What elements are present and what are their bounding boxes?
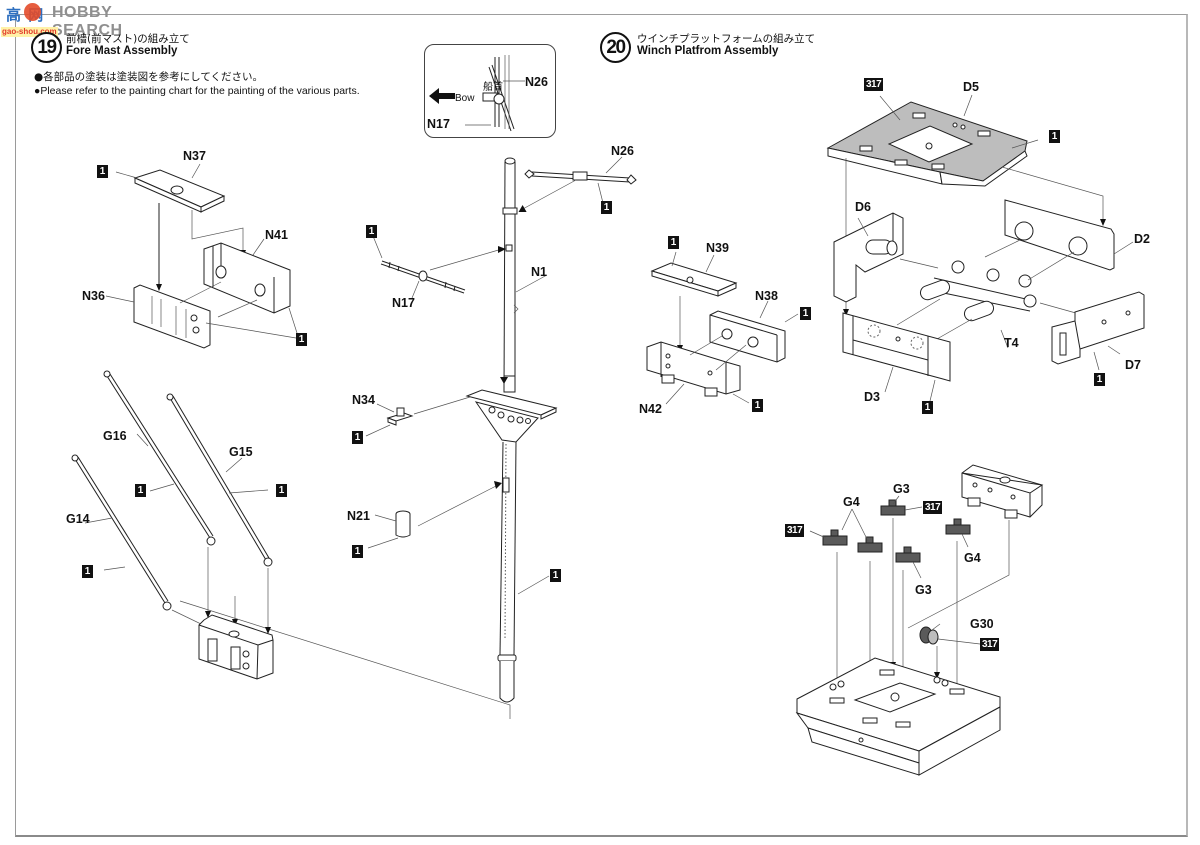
step-20-number: 20	[600, 32, 631, 63]
thumbs-up-icon	[24, 3, 41, 21]
part-n21	[395, 510, 411, 538]
part-n41	[203, 242, 291, 314]
part-g4-middle	[857, 536, 883, 553]
label-g15: G15	[229, 445, 253, 459]
label-n17: N17	[392, 296, 415, 310]
painting-note-jp: ●各部品の塗装は塗装図を参考にしてください。	[34, 71, 264, 83]
watermark-site: gao-shou.com	[1, 27, 58, 37]
color-badge-d3: 1	[922, 401, 933, 414]
part-g30	[919, 626, 939, 645]
label-g3-top: G3	[893, 482, 910, 496]
inset-bow-en: Bow	[455, 93, 475, 104]
part-g16	[103, 370, 216, 546]
watermark: 高 网 HOBBY SEARCH gao-shou.com	[0, 0, 175, 40]
part-g14	[71, 454, 172, 611]
inset-label-n17: N17	[427, 117, 450, 131]
label-n38: N38	[755, 289, 778, 303]
color-badge-d7: 1	[1094, 373, 1105, 386]
label-d7: D7	[1125, 358, 1141, 372]
label-n37: N37	[183, 149, 206, 163]
label-n21: N21	[347, 509, 370, 523]
color-badge-n1: 1	[550, 569, 561, 582]
color-badge-n37: 1	[97, 165, 108, 178]
label-g4-right: G4	[964, 551, 981, 565]
part-g4-left	[822, 529, 848, 546]
part-g3-top	[880, 499, 906, 516]
part-winch-block	[961, 464, 1044, 519]
label-g4-left: G4	[843, 495, 860, 509]
label-d3: D3	[864, 390, 880, 404]
step-19-title-jp: 前檣(前マスト)の組み立て	[66, 33, 190, 45]
part-d7	[1051, 291, 1145, 365]
color-badge-n39: 1	[668, 236, 679, 249]
part-g15	[166, 393, 273, 567]
part-n34	[386, 407, 414, 426]
label-n39: N39	[706, 241, 729, 255]
arrow-left-icon	[429, 88, 455, 104]
step-20-title-en: Winch Platfrom Assembly	[637, 45, 779, 57]
step-19-title-en: Fore Mast Assembly	[66, 45, 178, 57]
color-badge-g30-317: 317	[980, 638, 1000, 651]
label-g16: G16	[103, 429, 127, 443]
color-badge-n36-n41: 1	[296, 333, 307, 346]
label-n42: N42	[639, 402, 662, 416]
step-19-number: 19	[31, 32, 62, 63]
part-base-box	[198, 614, 274, 680]
color-badge-g3-317: 317	[923, 501, 943, 514]
painting-note-en: ●Please refer to the painting chart for …	[34, 85, 360, 97]
part-n39	[650, 262, 738, 297]
color-badge-g15: 1	[276, 484, 287, 497]
inset-mast-drawing	[429, 55, 525, 132]
color-badge-n34: 1	[352, 431, 363, 444]
label-g14: G14	[66, 512, 90, 526]
part-n26	[524, 169, 637, 185]
label-g3-bottom: G3	[915, 583, 932, 597]
part-winch-deck	[795, 657, 1001, 776]
part-n36	[133, 284, 211, 349]
label-t4: T4	[1004, 336, 1019, 350]
inset-label-n26: N26	[525, 75, 548, 89]
label-g30: G30	[970, 617, 994, 631]
part-g4-right	[945, 518, 971, 535]
step-20-title-jp: ウインチプラットフォームの組み立て	[637, 33, 816, 45]
part-d3	[842, 312, 951, 382]
color-badge-g4-317: 317	[785, 524, 805, 537]
label-d6: D6	[855, 200, 871, 214]
part-d2	[1004, 199, 1115, 271]
label-n26: N26	[611, 144, 634, 158]
label-n1: N1	[531, 265, 547, 279]
part-n37	[133, 169, 226, 213]
color-badge-g14: 1	[82, 565, 93, 578]
bow-direction-inset: 船首 Bow N26 N17	[424, 44, 556, 138]
part-n42	[646, 341, 741, 397]
label-d2: D2	[1134, 232, 1150, 246]
part-n1-mast	[465, 157, 558, 703]
color-badge-n42: 1	[752, 399, 763, 412]
label-n41: N41	[265, 228, 288, 242]
color-badge-n38: 1	[800, 307, 811, 320]
part-d6	[833, 212, 904, 303]
color-badge-d5-317: 317	[864, 78, 884, 91]
watermark-brand: HOBBY SEARCH	[52, 4, 123, 39]
part-n38	[709, 310, 786, 363]
color-badge-n21: 1	[352, 545, 363, 558]
color-badge-n26: 1	[601, 201, 612, 214]
part-n17	[380, 260, 466, 294]
page-frame	[15, 14, 1188, 837]
inset-bow-jp: 船首	[483, 82, 503, 93]
color-badge-d5: 1	[1049, 130, 1060, 143]
color-badge-g16: 1	[135, 484, 146, 497]
part-g3-bottom	[895, 546, 921, 563]
color-badge-n17: 1	[366, 225, 377, 238]
label-d5: D5	[963, 80, 979, 94]
label-n36: N36	[82, 289, 105, 303]
part-t4	[919, 260, 1037, 322]
label-n34: N34	[352, 393, 375, 407]
part-d5	[826, 101, 1028, 187]
